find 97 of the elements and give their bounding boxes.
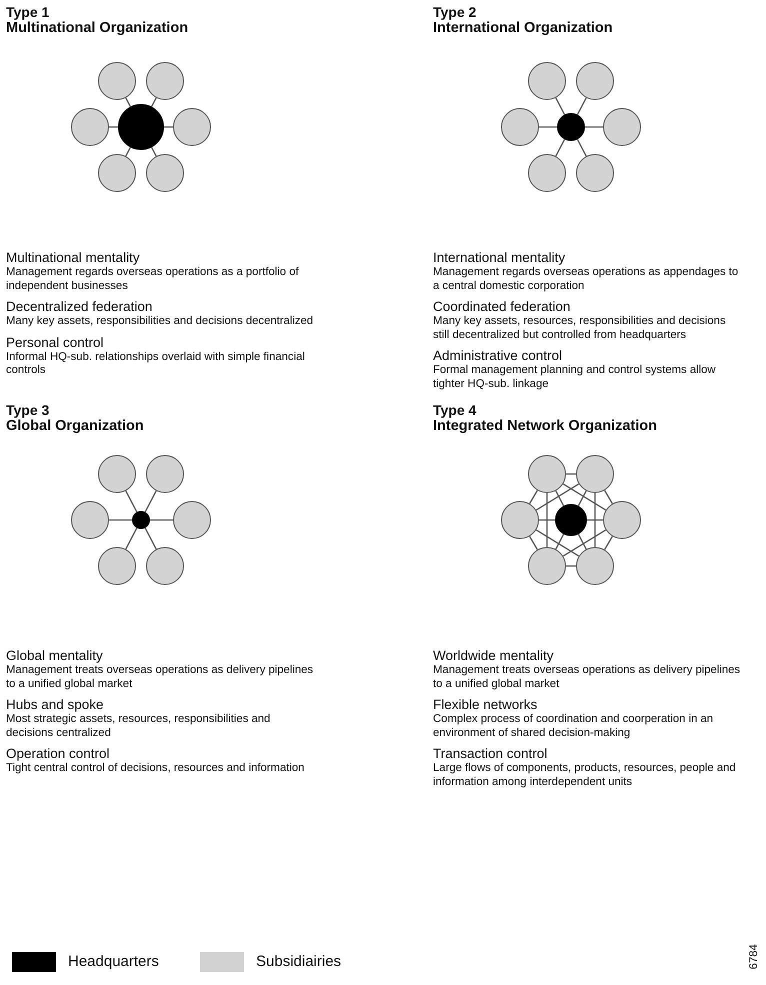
connector-line — [587, 519, 603, 521]
connector-line — [125, 147, 131, 156]
subsidiary-circle — [98, 455, 136, 493]
description-text: Management regards overseas operations as a portfolio of independent businesses — [6, 266, 300, 293]
subsidiary-circle — [576, 154, 614, 192]
type-number: Type 4 — [433, 402, 478, 418]
panel-title: International Organization — [433, 20, 614, 37]
subsidiary-circle — [173, 501, 211, 539]
subsidiary-circle — [98, 547, 136, 585]
subsidiary-circle — [528, 455, 566, 493]
connector-line — [144, 490, 157, 512]
connector-line — [585, 126, 603, 128]
type-number: Type 1 — [6, 4, 50, 20]
headquarters-circle — [132, 511, 150, 529]
subsidiary-circle — [146, 547, 184, 585]
section-heading: Multinational mentality — [6, 250, 141, 266]
subsidiary-circle — [603, 501, 641, 539]
connector-line — [539, 126, 557, 128]
connector-line — [151, 98, 157, 107]
subsidiary-circle — [528, 62, 566, 100]
section-heading: Coordinated federation — [433, 299, 572, 315]
subsidiary-circle — [528, 547, 566, 585]
connector-line — [576, 98, 587, 115]
section-heading: Administrative control — [433, 348, 564, 364]
connector-line — [562, 483, 606, 511]
section-heading: Global mentality — [6, 648, 104, 664]
connector-line — [555, 534, 564, 550]
connector-line — [109, 519, 132, 521]
description-text: Informal HQ-sub. relationships overlaid with simple financial controls — [6, 350, 306, 378]
section-heading: Worldwide mentality — [433, 648, 555, 664]
panel-title: Global Organization — [6, 418, 145, 435]
connector-line — [555, 490, 564, 506]
subsidiary-circle — [576, 547, 614, 585]
connector-line — [150, 519, 173, 521]
description-text: Management treats overseas operations as delivery pipelines to a unified global market — [6, 664, 314, 691]
panel-title: Multinational Organization — [6, 20, 190, 37]
description-text: Large flows of components, products, resources, people and information among interdependent units — [433, 762, 737, 789]
subsidiary-circle — [71, 501, 109, 539]
connector-line — [594, 493, 596, 547]
connector-line — [536, 529, 580, 557]
headquarters-circle — [557, 113, 585, 141]
connector-line — [566, 473, 576, 475]
section-heading: Hubs and spoke — [6, 697, 105, 713]
subsidiary-circle — [173, 108, 211, 146]
legend-label: Headquarters — [68, 953, 159, 970]
connector-line — [529, 536, 538, 550]
figure-number: 6784 — [748, 944, 761, 970]
description-text: Most strategic assets, resources, responsibilities and decisions centralized — [6, 713, 272, 740]
connector-line — [578, 490, 587, 506]
connector-line — [604, 536, 613, 550]
connector-line — [555, 98, 566, 115]
legend-label: Subsidiairies — [256, 953, 342, 970]
subsidiary-circle — [98, 154, 136, 192]
description-text: Management regards overseas operations as appendages to a central domestic corporation — [433, 266, 740, 293]
subsidiary-circle — [146, 455, 184, 493]
section-heading: Transaction control — [433, 746, 548, 762]
connector-line — [576, 139, 587, 156]
connector-line — [125, 490, 138, 512]
connector-line — [546, 493, 548, 547]
connector-line — [539, 519, 555, 521]
subsidiary-circle — [501, 501, 539, 539]
headquarters-circle — [118, 104, 164, 150]
subsidiary-circle — [146, 62, 184, 100]
section-heading: International mentality — [433, 250, 566, 266]
connector-line — [125, 528, 138, 550]
connector-line — [151, 147, 157, 156]
type-number: Type 2 — [433, 4, 478, 20]
connector-line — [578, 534, 587, 550]
section-heading: Personal control — [6, 334, 105, 350]
type-number: Type 3 — [6, 402, 50, 418]
description-text: Management treats overseas operations as delivery pipelines to a unified global market — [433, 664, 742, 691]
subsidiary-circle — [603, 108, 641, 146]
subsidiary-circle — [528, 154, 566, 192]
subsidiary-circle — [71, 108, 109, 146]
connector-line — [555, 139, 566, 156]
connector-line — [125, 98, 131, 107]
headquarters-circle — [555, 504, 587, 536]
panel-title: Integrated Network Organization — [433, 418, 658, 435]
subsidiary-circle — [146, 154, 184, 192]
subsidiary-circle — [576, 455, 614, 493]
subsidiary-circle — [98, 62, 136, 100]
connector-line — [566, 565, 576, 567]
subsidiary-circle — [501, 108, 539, 146]
connector-line — [529, 490, 538, 504]
description-text: Formal management planning and control systems allow tighter HQ-sub. linkage — [433, 364, 717, 391]
section-heading: Flexible networks — [433, 697, 538, 713]
connector-line — [604, 490, 613, 504]
description-text: Many key assets, responsibilities and decisions decentralized — [6, 315, 314, 328]
section-heading: Operation control — [6, 746, 111, 762]
description-text: Tight central control of decisions, resources and information — [6, 762, 306, 776]
connector-line — [562, 529, 606, 557]
connector-line — [144, 528, 157, 550]
subsidiary-circle — [576, 62, 614, 100]
section-heading: Decentralized federation — [6, 299, 154, 315]
connector-line — [536, 483, 580, 511]
description-text: Complex process of coordination and coorperation in an environment of shared decision-making — [433, 713, 714, 740]
description-text: Many key assets, resources, responsibilities and decisions still decentralized but controlled from headquarters — [433, 315, 727, 342]
